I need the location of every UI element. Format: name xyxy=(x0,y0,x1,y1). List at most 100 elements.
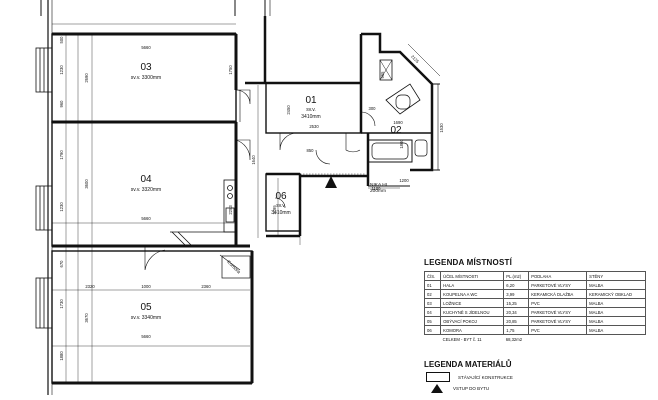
dim-text: 2450 xyxy=(286,105,291,115)
total-label: CELKEM - BYT č. 11 xyxy=(442,336,482,342)
cell: PVC xyxy=(528,325,588,335)
cell: HALA xyxy=(440,280,505,290)
dim-text: 1230 xyxy=(59,65,64,75)
cell: MALBA xyxy=(586,316,646,326)
cell: LOŽNICE xyxy=(440,298,505,308)
cell: PARKETOVÉ VLYSY xyxy=(528,280,588,290)
cell: MALBA xyxy=(586,307,646,317)
dim-text: 1730 xyxy=(59,299,64,309)
cell: PVC xyxy=(528,298,588,308)
cell: PARKETOVÉ VLYSY xyxy=(528,307,588,317)
table-header-row: ČÍS. ÚČEL MÍSTNOSTI PL.(m2) PODLAHA STĚN… xyxy=(423,271,646,281)
room-05-height: sv.v. 3340mm xyxy=(131,315,161,321)
nika-dimension: 200mm xyxy=(370,188,386,194)
dim-text: 1880 xyxy=(59,351,64,361)
cell: 01 xyxy=(423,280,442,290)
dim-text: 5660 xyxy=(141,334,151,339)
dim-text: 850 xyxy=(307,148,315,153)
cell: 04 xyxy=(423,307,442,317)
cell: KOUPELNA A WC xyxy=(440,289,505,299)
cell: 15,25 xyxy=(503,298,530,308)
col-header: ÚČEL MÍSTNOSTI xyxy=(440,271,505,281)
dim-text: 2530 xyxy=(309,124,319,129)
dim-text: 955 xyxy=(380,71,385,79)
dim-text: 1800 xyxy=(399,139,404,149)
cell: KERAMICKÝ OBKLAD xyxy=(586,289,646,299)
cell: 02 xyxy=(423,289,442,299)
cell: 6,20 xyxy=(503,280,530,290)
cell xyxy=(425,335,441,344)
dim-text: 1750 xyxy=(228,65,233,75)
room-02-number: 02 xyxy=(390,125,402,136)
wall-swatch xyxy=(426,372,450,382)
dim-text: 2253 xyxy=(228,205,233,215)
col-header: STĚNY xyxy=(586,271,646,281)
cell: 20,85 xyxy=(503,316,530,326)
room-03-height: sv.v. 3300mm xyxy=(131,75,161,81)
cell xyxy=(529,335,587,344)
cell: KOMORA xyxy=(440,325,505,335)
room-legend-title: LEGENDA MÍSTNOSTÍ xyxy=(424,258,512,267)
room-06-label: sv.v. xyxy=(276,203,286,209)
cell: PARKETOVÉ VLYSY xyxy=(528,316,588,326)
entrance-triangle-icon xyxy=(431,384,443,393)
room-table: ČÍS. ÚČEL MÍSTNOSTI PL.(m2) PODLAHA STĚN… xyxy=(423,271,646,344)
nika-label: NIKA HL. xyxy=(370,182,390,188)
dim-text: 1795 xyxy=(272,205,277,215)
dim-text: 2690 xyxy=(84,73,89,83)
room-01-number: 01 xyxy=(305,95,317,106)
dim-text: 500 xyxy=(59,36,64,44)
room-01-height: 3410mm xyxy=(301,114,320,120)
room-03-number: 03 xyxy=(140,62,152,73)
cell: 3,99 xyxy=(503,289,530,299)
dim-text: 1230 xyxy=(59,202,64,212)
room-05-number: 05 xyxy=(140,302,152,313)
legend-walls-row: STÁVAJÍCÍ KONSTRUKCE xyxy=(426,372,513,382)
dim-text: 3670 xyxy=(84,313,89,323)
room-legend: LEGENDA MÍSTNOSTÍ ČÍS. ÚČEL MÍSTNOSTI PL… xyxy=(423,258,654,344)
komora-label: Komora xyxy=(225,259,241,275)
dim-text: 2125 xyxy=(410,54,421,65)
cell: MALBA xyxy=(586,325,646,335)
dim-text: 5660 xyxy=(141,216,151,221)
room-01-label: sv.v. xyxy=(306,107,316,113)
legend-entrance-row: VSTUP DO BYTU xyxy=(426,384,489,393)
room-04-height: sv.v. 3320mm xyxy=(131,187,161,193)
cell: 06 xyxy=(423,325,442,335)
total-value: 68,32m2 xyxy=(505,336,523,342)
dim-text: 3600 xyxy=(84,179,89,189)
entrance-marker xyxy=(325,176,337,188)
dim-text: 1100 xyxy=(371,186,381,191)
cell: 05 xyxy=(423,316,442,326)
cell: 20,34 xyxy=(503,307,530,317)
dim-text: 1790 xyxy=(59,150,64,160)
dim-text: 1690 xyxy=(393,120,403,125)
cell: OBÝVACÍ POKOJ xyxy=(440,316,505,326)
cell: KERAMICKÁ DLAŽBA xyxy=(528,289,588,299)
dim-text: 1200 xyxy=(399,178,409,183)
cell: 03 xyxy=(423,298,442,308)
dim-text: 2320 xyxy=(85,284,95,289)
legend-entrance-label: VSTUP DO BYTU xyxy=(453,386,490,391)
cell: KUCHYNĚ S JÍDELNOU xyxy=(440,307,505,317)
col-header: PL.(m2) xyxy=(503,271,530,281)
room-04-number: 04 xyxy=(140,174,152,185)
dim-text: 960 xyxy=(59,100,64,108)
cell: MALBA xyxy=(586,298,646,308)
cell: MALBA xyxy=(586,280,646,290)
room-06-height: 3410mm xyxy=(271,210,290,216)
dim-text: 1530 xyxy=(439,123,444,133)
dim-text: 1640 xyxy=(251,155,256,165)
total-row: CELKEM - BYT č. 11 68,32m2 xyxy=(425,335,646,344)
legend-walls-label: STÁVAJÍCÍ KONSTRUKCE xyxy=(458,374,513,380)
col-header: PODLAHA xyxy=(528,271,588,281)
dim-text: 2360 xyxy=(201,284,211,289)
dim-text: 5660 xyxy=(141,45,151,50)
dim-text: 1000 xyxy=(141,284,151,289)
col-header: ČÍS. xyxy=(423,271,442,281)
room-06-number: 06 xyxy=(275,191,287,202)
